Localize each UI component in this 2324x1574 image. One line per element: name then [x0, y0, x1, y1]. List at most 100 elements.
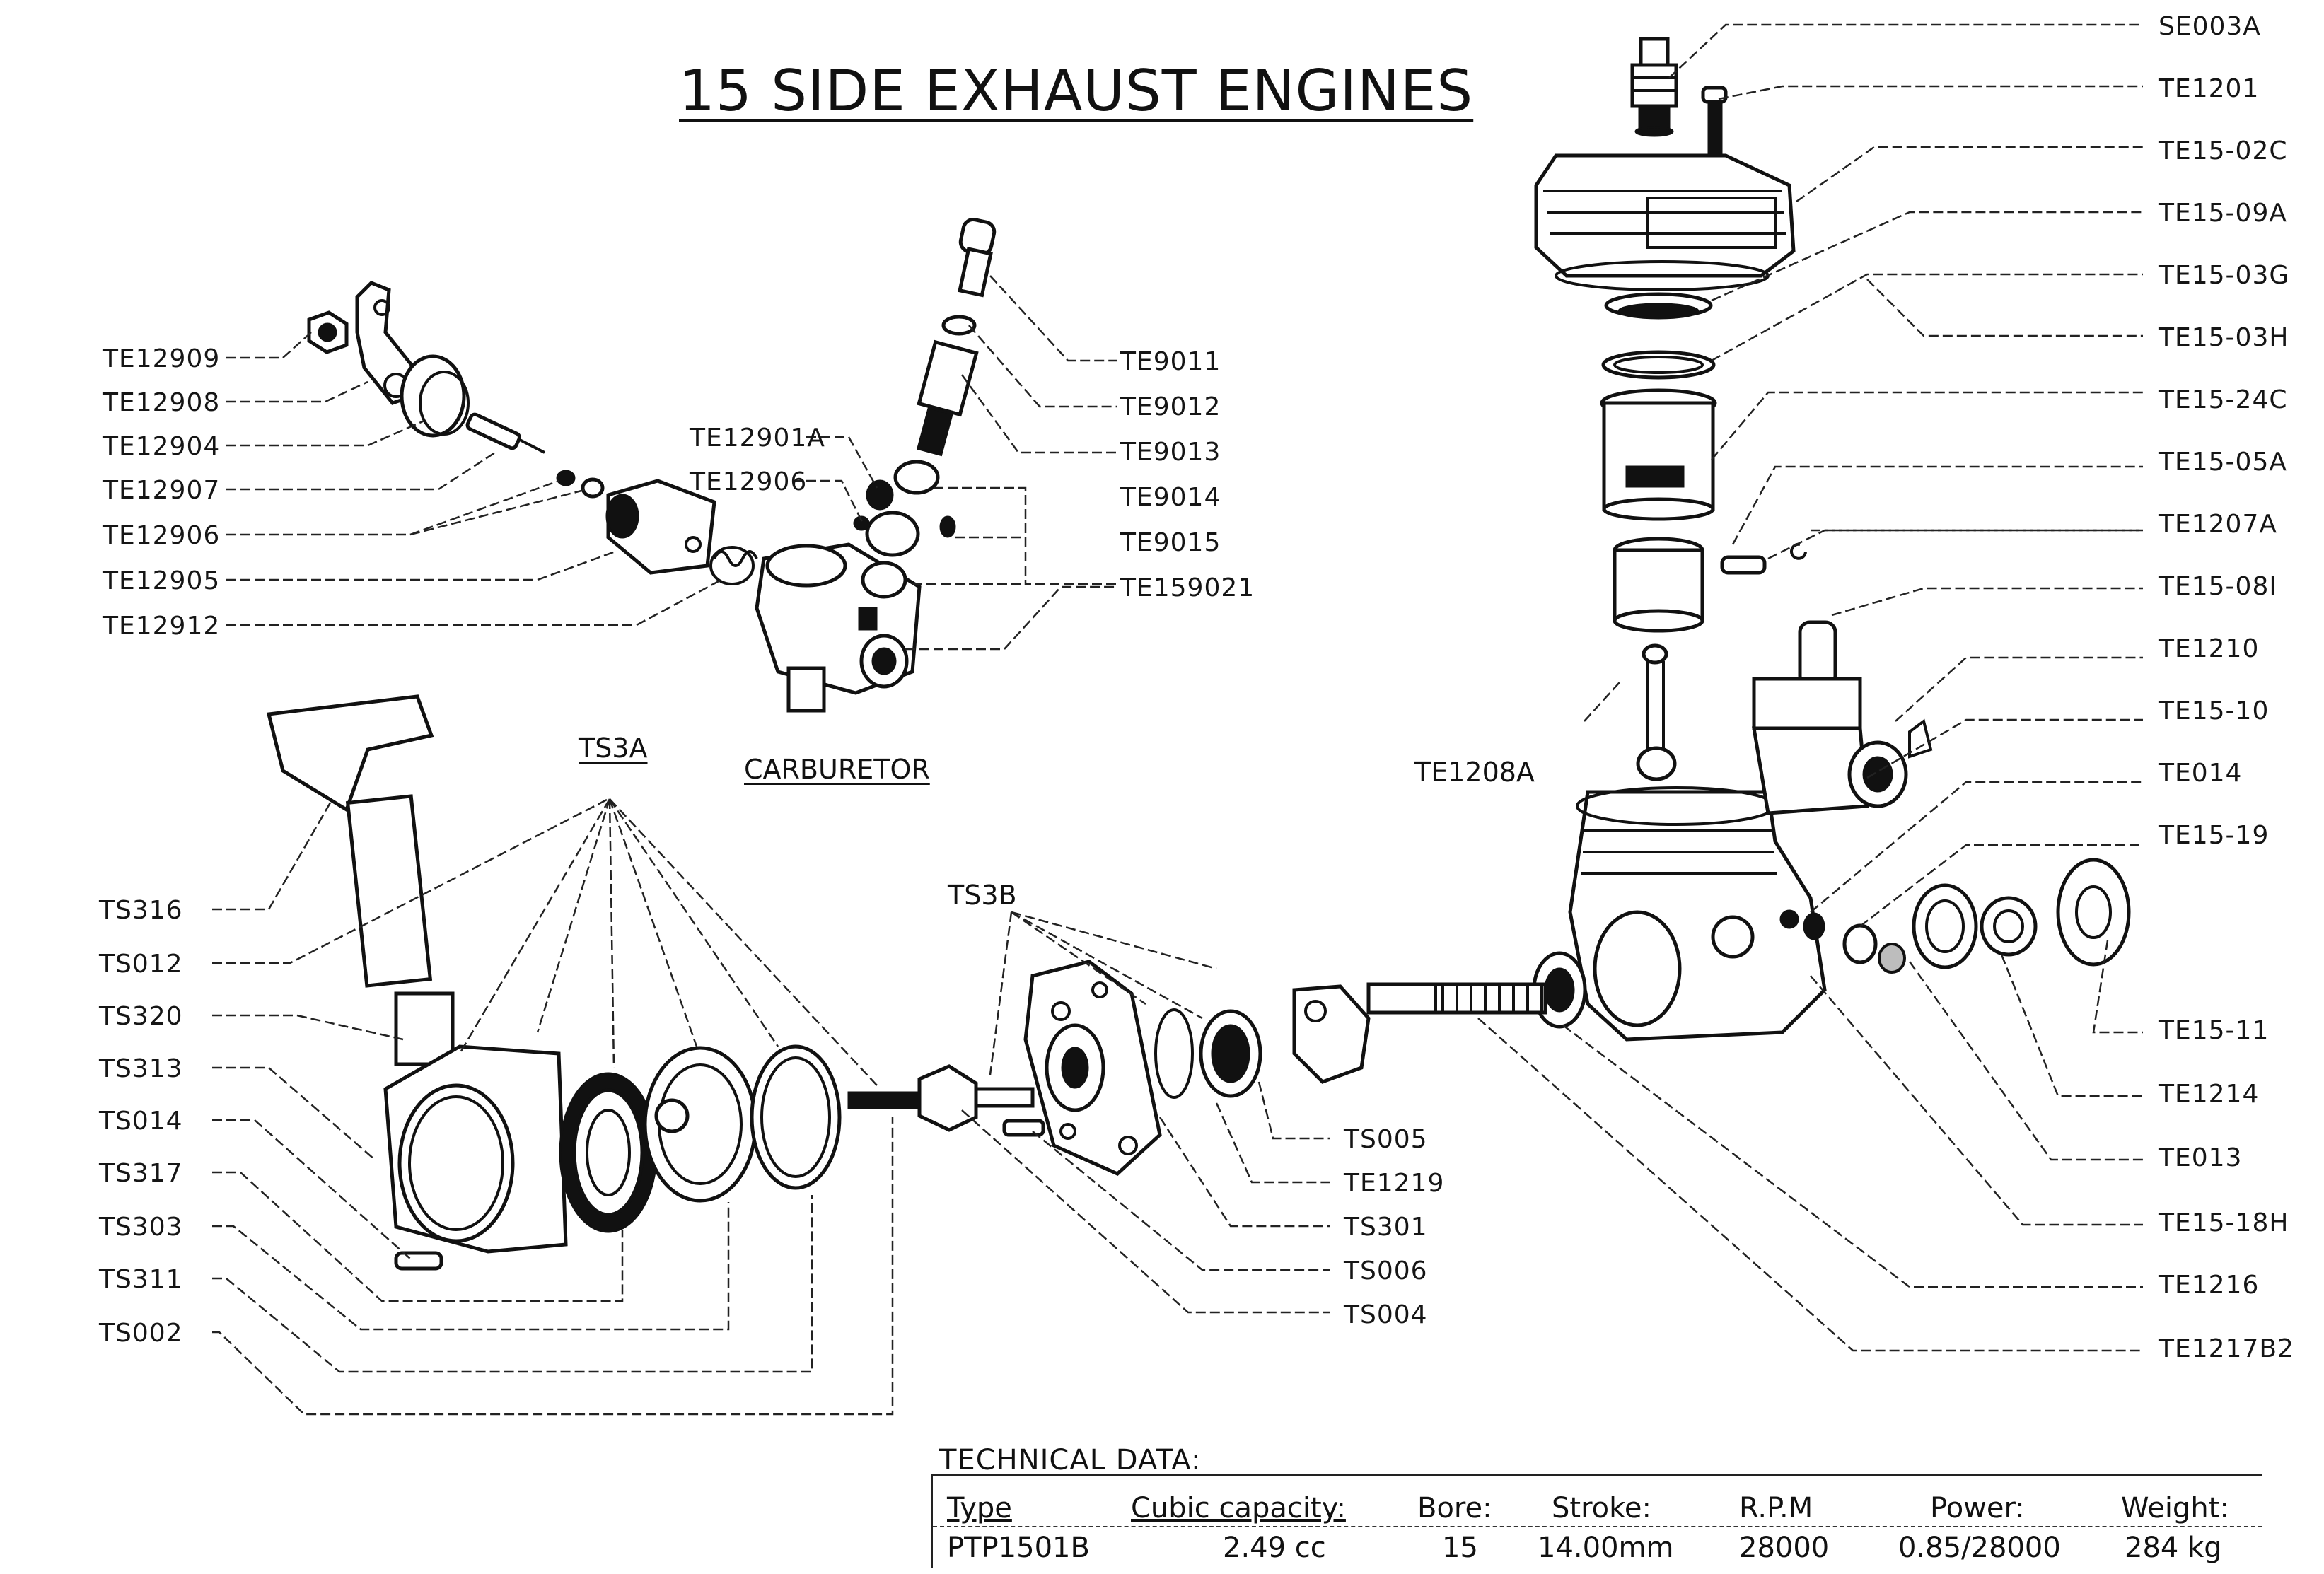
- carb-o-ring-large: [400, 354, 470, 438]
- part-label: TE1219: [1344, 1169, 1445, 1198]
- part-label: TE9014: [1120, 483, 1221, 512]
- head-bolt: [1701, 86, 1728, 158]
- part-label: TE15-03G: [2159, 261, 2290, 290]
- spec-header: Weight:: [2121, 1492, 2229, 1525]
- starter-bolt: [847, 1064, 1035, 1132]
- starter-spring: [559, 1072, 658, 1233]
- connecting-rod: [1636, 643, 1677, 781]
- spec-value: PTP1501B: [947, 1532, 1090, 1564]
- part-label: TE014: [2159, 759, 2243, 788]
- backplate-screw: [1002, 1119, 1045, 1137]
- spec-header: Type: [947, 1492, 1012, 1525]
- piston-pin: [1720, 542, 1807, 575]
- part-label: TE15-19: [2159, 821, 2270, 850]
- spec-header: R.P.M: [1739, 1492, 1813, 1525]
- part-label: TE12906: [690, 467, 808, 496]
- crankcase: [1568, 786, 1827, 1042]
- part-label: TE15-08I: [2159, 572, 2277, 601]
- starter-ring: [750, 1044, 842, 1190]
- carb-needle: [465, 412, 545, 454]
- part-label: TE15-03H: [2159, 323, 2289, 352]
- carb-nut: [307, 310, 349, 354]
- part-label: TE1216: [2159, 1271, 2260, 1300]
- part-label: TS317: [99, 1159, 183, 1188]
- part-label: TE1217B2: [2159, 1334, 2294, 1363]
- part-label: TE9015: [1120, 528, 1221, 557]
- spec-table: Type Cubic capacity: Bore: Stroke: R.P.M…: [931, 1474, 2262, 1568]
- part-label: SE003A: [2159, 12, 2261, 41]
- cylinder-liner: [1600, 388, 1717, 521]
- part-label: TE12901A: [690, 424, 825, 453]
- backplate-gasket: [1154, 1008, 1194, 1099]
- rear-bearing: [1199, 1009, 1262, 1098]
- part-label: TS320: [99, 1002, 183, 1031]
- spec-header: Stroke:: [1552, 1492, 1651, 1525]
- starter-pulley: [643, 1046, 757, 1203]
- crank-web: [1292, 984, 1371, 1084]
- part-label: TE12908: [103, 388, 221, 417]
- part-label: TS002: [99, 1319, 183, 1348]
- starter-housing: [383, 1044, 568, 1254]
- spec-value: 2.49 cc: [1223, 1532, 1326, 1564]
- ts3b-group-label: TS3B: [948, 880, 1017, 911]
- part-label: TS303: [99, 1213, 183, 1242]
- carb-spring: [709, 546, 758, 585]
- part-label: TE1210: [2159, 634, 2260, 663]
- part-label: TE12904: [103, 432, 221, 461]
- part-label: TE12907: [103, 476, 221, 505]
- carb-fittings: [853, 460, 956, 599]
- part-label: TE1201: [2159, 74, 2260, 103]
- piston: [1613, 537, 1704, 633]
- part-label: TS313: [99, 1054, 183, 1083]
- spec-value: 14.00mm: [1538, 1532, 1674, 1564]
- part-label: TE1207A: [2159, 510, 2277, 539]
- cylinder-head: [1534, 153, 1796, 291]
- part-label: TE1214: [2159, 1080, 2260, 1109]
- part-label: TE12912: [103, 612, 221, 641]
- part-label: TE15-24C: [2159, 385, 2288, 414]
- part-label: TS005: [1344, 1125, 1428, 1154]
- part-label: TS301: [1344, 1213, 1428, 1242]
- carb-needle-valve: [916, 218, 997, 457]
- spinner-cone: [2056, 858, 2131, 967]
- part-label: TS004: [1344, 1300, 1428, 1329]
- part-label: TE15-11: [2159, 1016, 2270, 1045]
- part-label: TE9013: [1120, 438, 1221, 467]
- part-label: TS311: [99, 1265, 183, 1294]
- part-label: TE12906: [103, 521, 221, 550]
- carburetor-mounted: [1752, 620, 1933, 815]
- spec-value: 28000: [1739, 1532, 1830, 1564]
- part-label: TE15-10: [2159, 696, 2270, 725]
- t-wrench: [266, 694, 434, 988]
- rear-crankshaft: [1366, 951, 1587, 1029]
- te1208a-label: TE1208A: [1414, 757, 1535, 788]
- part-label: TE9012: [1120, 392, 1221, 421]
- spec-header: Cubic capacity:: [1131, 1492, 1346, 1525]
- drive-washer-and-nut: [1912, 883, 2038, 969]
- ts3a-group-label: TS3A: [579, 733, 648, 764]
- part-label: TE12909: [103, 344, 221, 373]
- spec-value: 284 kg: [2125, 1532, 2222, 1564]
- part-label: TS316: [99, 896, 183, 925]
- starter-shaft-sleeve: [394, 991, 455, 1066]
- page-title: 15 SIDE EXHAUST ENGINES: [679, 58, 1474, 124]
- part-label: TS014: [99, 1107, 183, 1136]
- part-label: TE15-09A: [2159, 199, 2287, 228]
- spec-header: Power:: [1930, 1492, 2025, 1525]
- spec-value: 0.85/28000: [1898, 1532, 2061, 1564]
- leader-lines: [212, 23, 2143, 1416]
- part-label: TE15-02C: [2159, 136, 2288, 165]
- carburetor-group-label: CARBURETOR: [744, 754, 930, 785]
- part-label: TE15-05A: [2159, 448, 2287, 477]
- glow-plug: [1630, 37, 1678, 137]
- carb-small-rings: [556, 470, 605, 499]
- part-label: TE9011: [1120, 347, 1221, 376]
- spec-divider: [933, 1526, 2262, 1527]
- spec-value: 15: [1442, 1532, 1478, 1564]
- spec-header: Bore:: [1417, 1492, 1492, 1525]
- part-label: TS012: [99, 950, 183, 979]
- part-label: TE12905: [103, 566, 221, 595]
- backplate-mount: [1023, 960, 1162, 1176]
- tech-data-heading: TECHNICAL DATA:: [939, 1444, 1202, 1476]
